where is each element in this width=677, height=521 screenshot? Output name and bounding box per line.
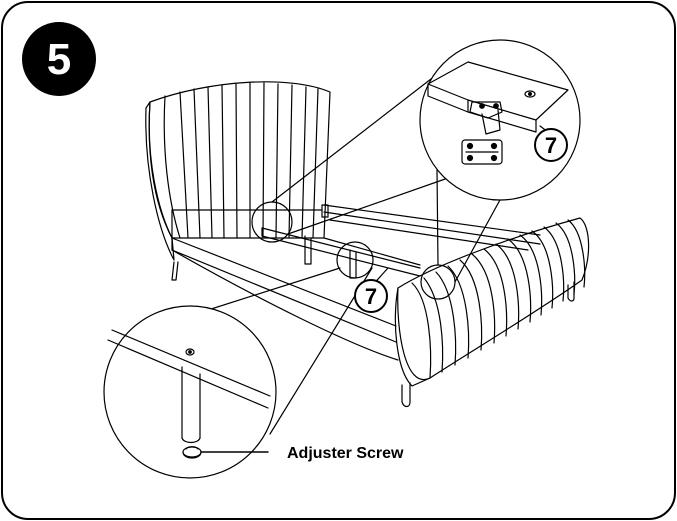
leader-line bbox=[271, 71, 441, 203]
detail-marker-center bbox=[336, 241, 374, 279]
part-callout-main: 7 bbox=[354, 267, 389, 313]
bed-illustration bbox=[145, 81, 590, 408]
detail-marker-left bbox=[251, 201, 293, 243]
part-number-main: 7 bbox=[365, 284, 377, 309]
leader-line bbox=[287, 177, 449, 235]
part-number-top: 7 bbox=[545, 133, 557, 158]
leader-line bbox=[436, 169, 439, 266]
step-number: 5 bbox=[47, 35, 71, 84]
zoom-bracket-detail bbox=[419, 39, 581, 201]
part-callout-top: 7 bbox=[534, 128, 568, 162]
footboard bbox=[394, 217, 590, 408]
front-rail bbox=[171, 249, 399, 361]
step-badge: 5 bbox=[22, 22, 96, 96]
adjuster-screw-label: Adjuster Screw bbox=[287, 445, 404, 462]
detail-marker-right bbox=[420, 264, 456, 300]
zoom-adjuster-detail bbox=[103, 305, 277, 479]
